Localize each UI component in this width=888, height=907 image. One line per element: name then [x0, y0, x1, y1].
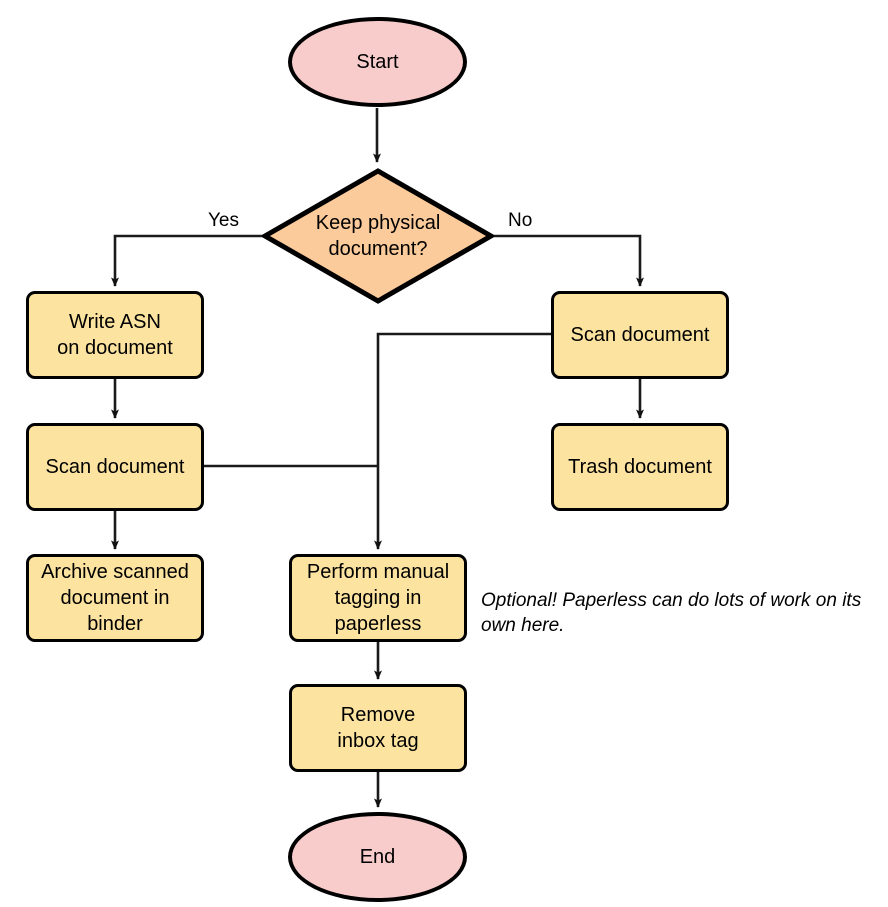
node-perform-manual-tagging-in-paperless-label: Perform manual tagging in paperless	[306, 561, 450, 635]
node-end[interactable]: End	[288, 812, 467, 902]
node-write-asn-on-document-label: Write ASN on document	[57, 311, 173, 359]
node-trash-document-label: Trash document	[568, 456, 712, 478]
node-write-asn-on-document[interactable]: Write ASN on document	[26, 291, 204, 379]
node-scan-document-right[interactable]: Scan document	[551, 291, 729, 379]
node-trash-document[interactable]: Trash document	[551, 423, 729, 511]
annotation-optional-note: Optional! Paperless can do lots of work …	[481, 590, 862, 636]
node-keep-physical-document[interactable]: Keep physical document?	[262, 168, 494, 304]
node-end-label: End	[359, 846, 396, 868]
node-remove-inbox-tag-label: Remove inbox tag	[337, 704, 419, 752]
node-archive-scanned-document-in-binder[interactable]: Archive scanned document in binder	[26, 554, 204, 642]
node-perform-manual-tagging-in-paperless[interactable]: Perform manual tagging in paperless	[289, 554, 467, 642]
node-start-label: Start	[356, 51, 399, 73]
edge-label-no: No	[508, 210, 533, 231]
decision-diamond-shape	[262, 168, 494, 304]
node-start[interactable]: Start	[288, 17, 467, 107]
node-archive-scanned-document-in-binder-label: Archive scanned document in binder	[41, 561, 189, 635]
node-scan-document-left-label: Scan document	[45, 456, 185, 478]
node-remove-inbox-tag[interactable]: Remove inbox tag	[289, 684, 467, 772]
edge-label-yes: Yes	[208, 210, 239, 231]
edge-decision-yes-to-write-asn	[111, 234, 262, 287]
edge-decision-no-to-scan-right	[494, 234, 644, 287]
node-keep-physical-document-label: Keep physical document?	[315, 212, 441, 260]
node-scan-document-right-label: Scan document	[570, 324, 710, 346]
edge-scan-right-to-manual-tagging	[374, 332, 551, 550]
node-scan-document-left[interactable]: Scan document	[26, 423, 204, 511]
